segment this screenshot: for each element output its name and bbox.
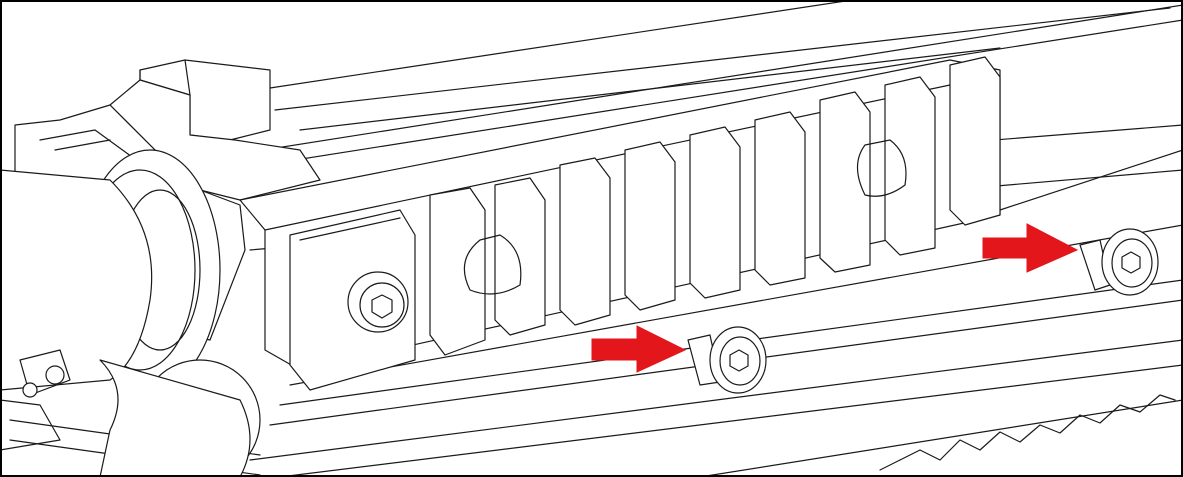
lower-screw bbox=[687, 326, 767, 394]
installed-screw bbox=[347, 271, 409, 333]
lower-rail-teeth bbox=[879, 394, 1176, 471]
barrel bbox=[0, 149, 261, 477]
upper-arrow bbox=[982, 223, 1079, 273]
rail-teeth bbox=[429, 56, 1001, 356]
lower-arrow bbox=[591, 325, 687, 373]
upper-screw bbox=[1079, 228, 1159, 296]
